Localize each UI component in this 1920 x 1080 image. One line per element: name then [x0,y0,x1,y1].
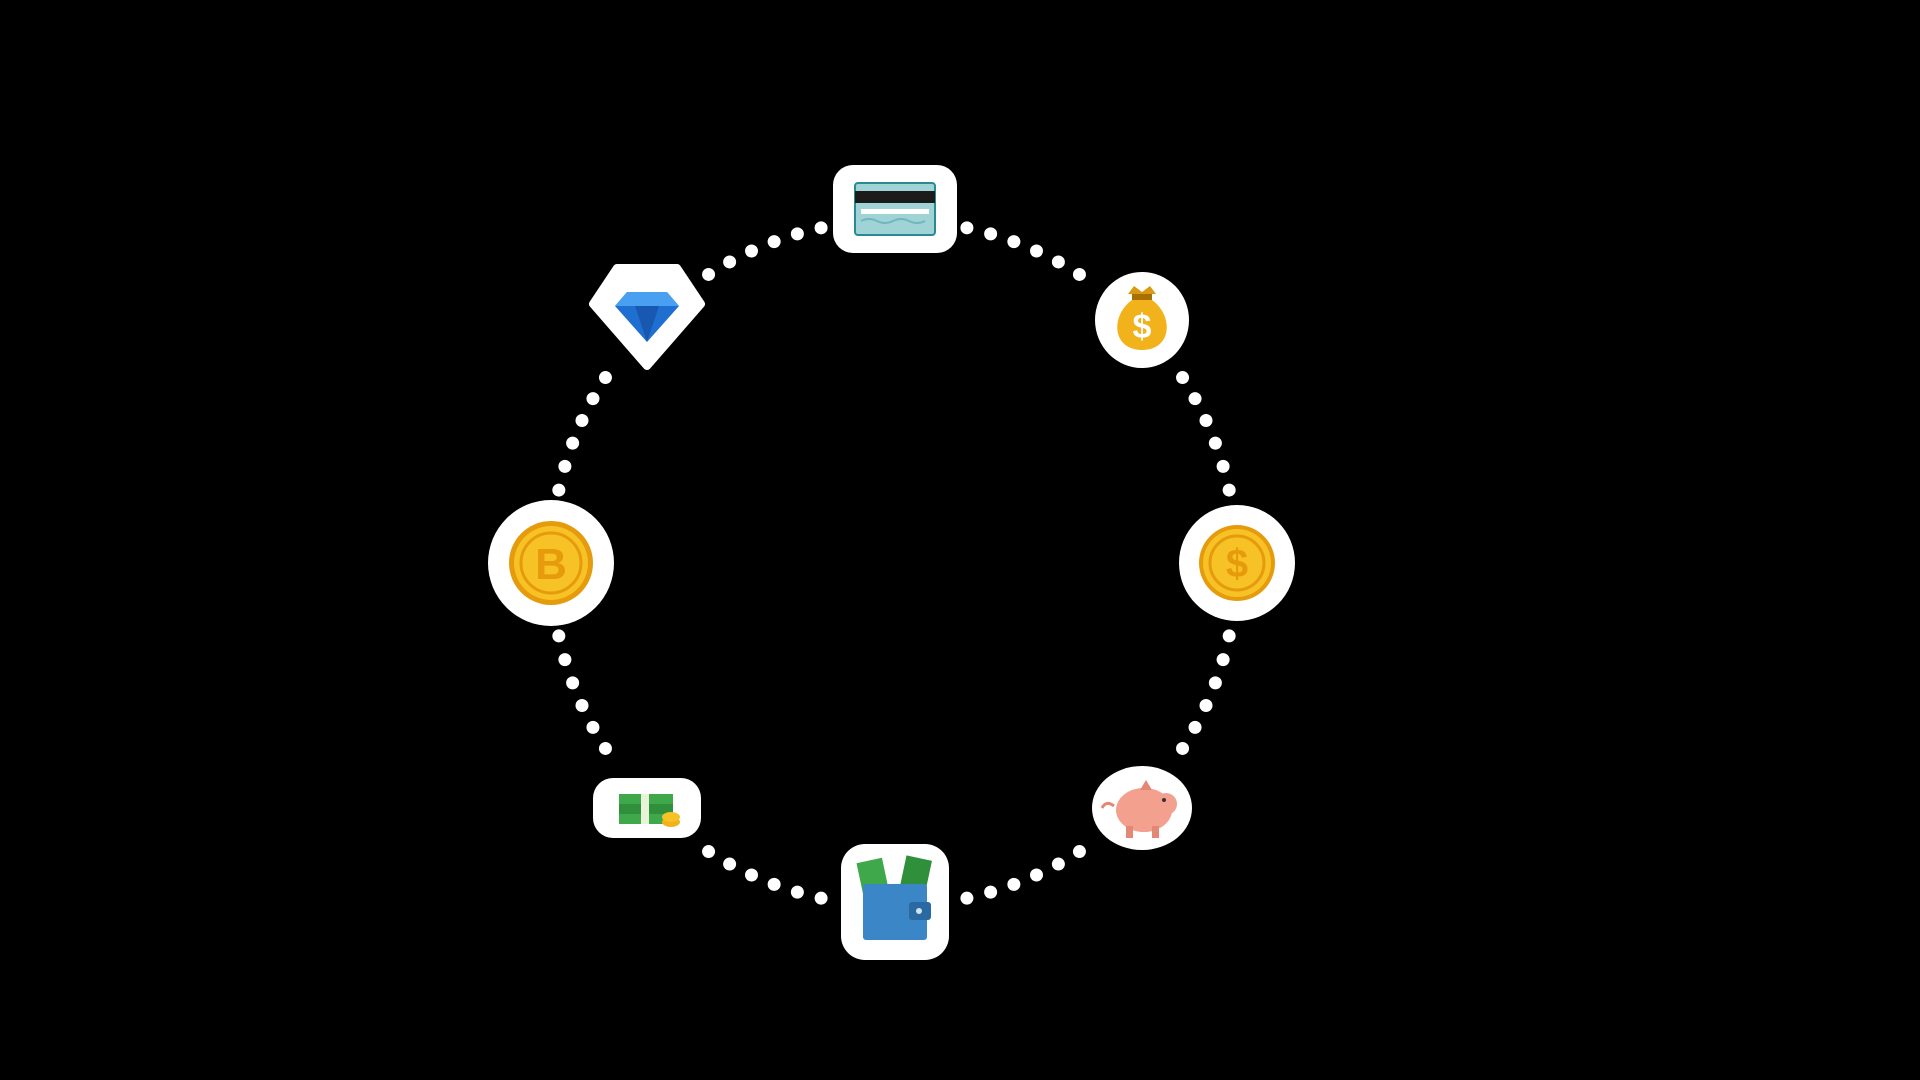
ring-dot [814,891,828,905]
ring-dot [1199,698,1213,712]
ring-dot [1176,371,1190,385]
ring-dot [1029,244,1043,258]
ring-dot [984,885,998,899]
ring-dot [1216,459,1230,473]
ring-dot [790,227,804,241]
ring-dot [598,371,612,385]
ring-dot [552,629,566,643]
ring-dot [984,227,998,241]
ring-dot [552,483,566,497]
cash-stack-icon [593,778,701,838]
ring-dot [1029,868,1043,882]
ring-dot [723,255,737,269]
credit-card-icon [833,165,957,253]
ring-dot [1072,267,1086,281]
ring-dot [1072,845,1086,859]
ring-dot [960,221,974,235]
ring-dot [1222,483,1236,497]
ring-dot [745,244,759,258]
ring-dot [1007,235,1021,249]
ring-dot [1007,877,1021,891]
wallet-icon [841,844,949,960]
ring-dot [723,857,737,871]
ring-dot [558,653,572,667]
ring-dot [586,720,600,734]
ring-dot [745,868,759,882]
diamond-icon [589,264,705,370]
ring-dot [1051,857,1065,871]
ring-dot [1216,653,1230,667]
money-bag-icon: $ [1095,272,1189,368]
ring-dot [566,676,580,690]
piggy-bank-icon [1092,766,1192,850]
ring-dot [1222,629,1236,643]
ring-dot [767,235,781,249]
svg-text:$: $ [1226,542,1248,586]
ring-dot [702,845,716,859]
ring-dot [558,459,572,473]
ring-dot [702,267,716,281]
ring-dot [790,885,804,899]
ring-dot [1188,392,1202,406]
ring-dot [1188,720,1202,734]
ring-dot [1199,414,1213,428]
ring-dot [767,877,781,891]
svg-text:B: B [535,540,567,589]
ring-dot [960,891,974,905]
ring-dot [566,436,580,450]
dotted-ring [552,221,1236,905]
ring-dot [586,392,600,406]
ring-dot [575,698,589,712]
ring-dot [1208,676,1222,690]
dollar-coin-icon: $ [1179,505,1295,621]
ring-dot [1176,741,1190,755]
svg-text:$: $ [1133,308,1152,346]
bitcoin-coin-icon: B [488,500,614,626]
ring-dot [1208,436,1222,450]
ring-dot [1051,255,1065,269]
ring-dot [575,414,589,428]
ring-dot [598,741,612,755]
ring-dot [814,221,828,235]
